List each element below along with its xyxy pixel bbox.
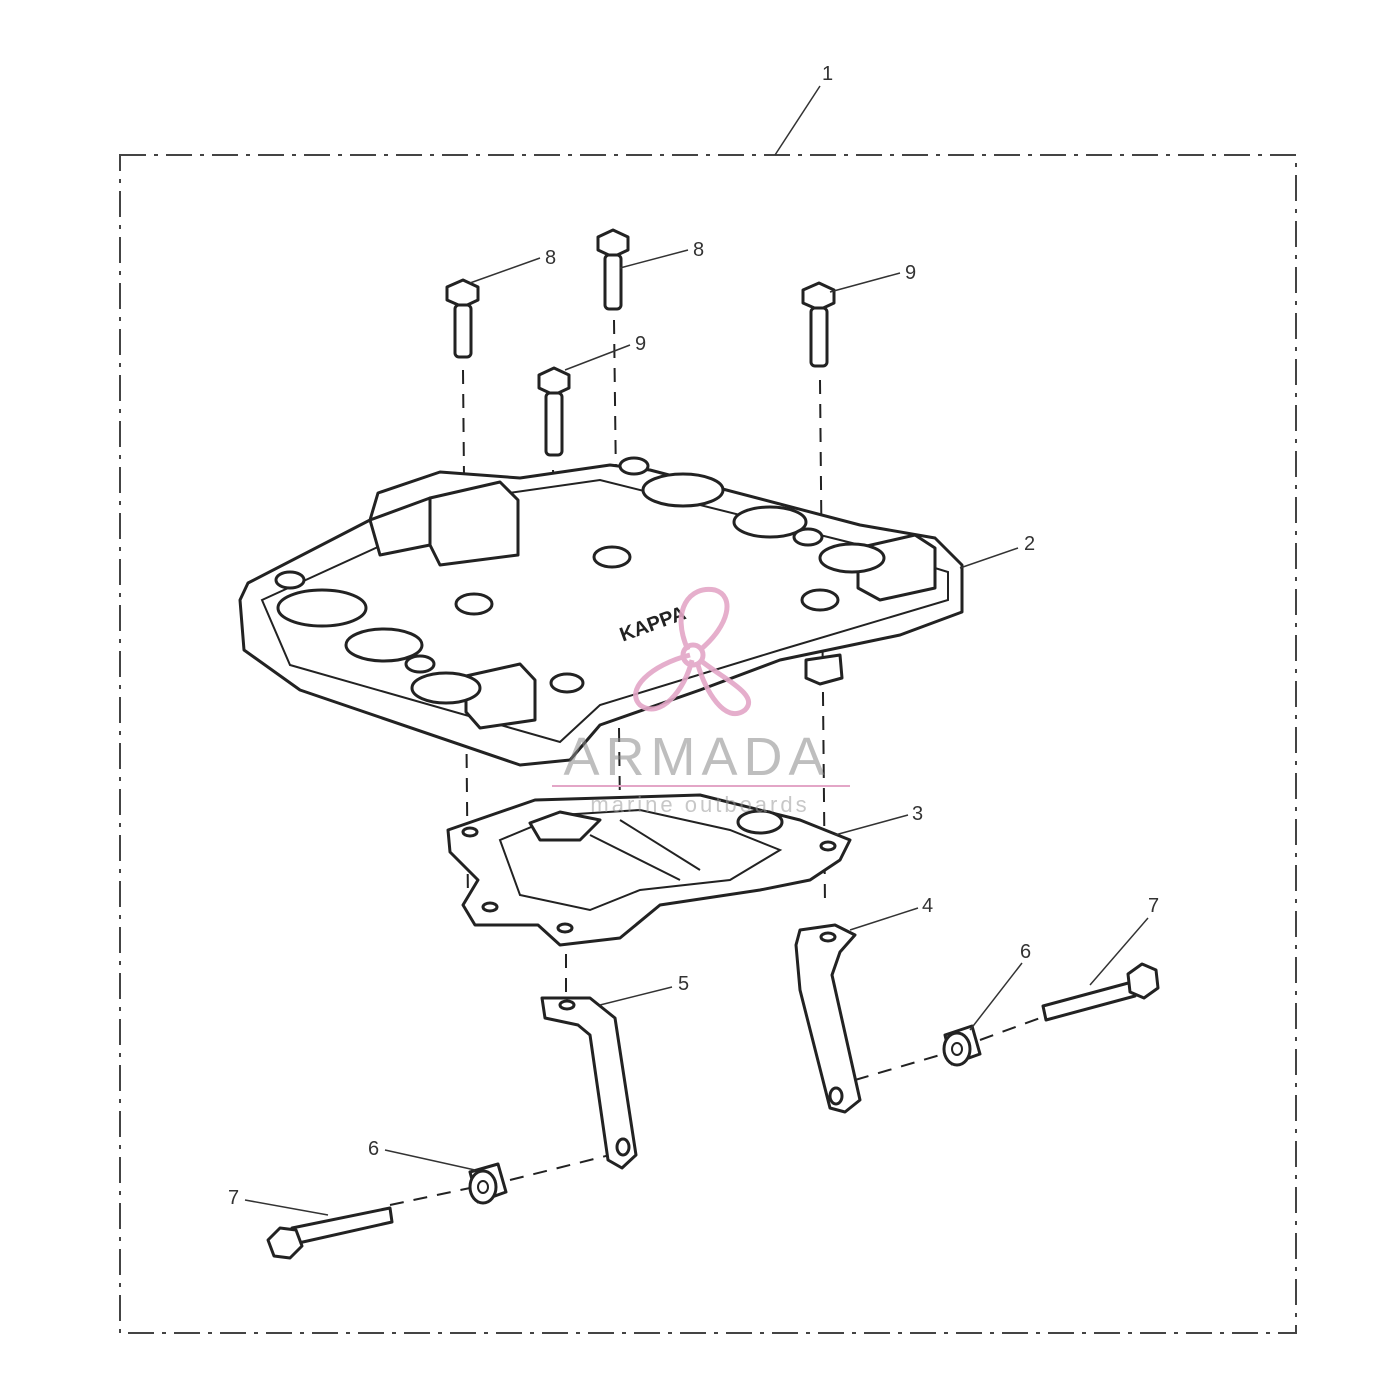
watermark-name: ARMADA xyxy=(563,727,830,787)
callout-9-right: 9 xyxy=(905,262,916,284)
spacer-6-upper xyxy=(942,1024,982,1067)
top-rack-plate: KAPPA xyxy=(238,456,964,767)
armada-watermark: ARMADA marine outboards xyxy=(552,586,850,817)
callout-8-center: 8 xyxy=(693,239,704,261)
callout-8-left: 8 xyxy=(545,247,556,269)
watermark-tagline: marine outboards xyxy=(590,792,809,817)
bolt-9-center xyxy=(537,366,571,457)
callout-4: 4 xyxy=(922,895,933,917)
callout-6-upper: 6 xyxy=(1020,941,1031,963)
mounting-bracket-5 xyxy=(540,996,638,1170)
leader-lines xyxy=(244,85,1149,1216)
callout-6-lower: 6 xyxy=(368,1138,379,1160)
callout-2: 2 xyxy=(1024,533,1035,555)
long-bolt-7-lower xyxy=(266,1206,394,1260)
bolt-8-left xyxy=(445,278,480,359)
callout-9-center: 9 xyxy=(635,333,646,355)
adaptor-plate xyxy=(446,793,852,947)
bolt-8-center xyxy=(596,228,630,311)
spacer-6-lower xyxy=(468,1162,508,1205)
long-bolt-7-upper xyxy=(1041,962,1160,1022)
callout-5: 5 xyxy=(678,973,689,995)
bolt-9-right xyxy=(801,281,836,368)
mounting-bracket-4 xyxy=(794,923,862,1114)
callout-3: 3 xyxy=(912,803,923,825)
propeller-logo-icon xyxy=(633,586,751,716)
callout-1: 1 xyxy=(822,63,833,85)
kit-boundary-frame xyxy=(119,154,1297,1334)
callout-numbers: 1 2 3 4 5 6 6 7 7 8 8 9 9 xyxy=(228,63,1159,1209)
callout-7-upper: 7 xyxy=(1148,895,1159,917)
callout-7-lower: 7 xyxy=(228,1187,239,1209)
